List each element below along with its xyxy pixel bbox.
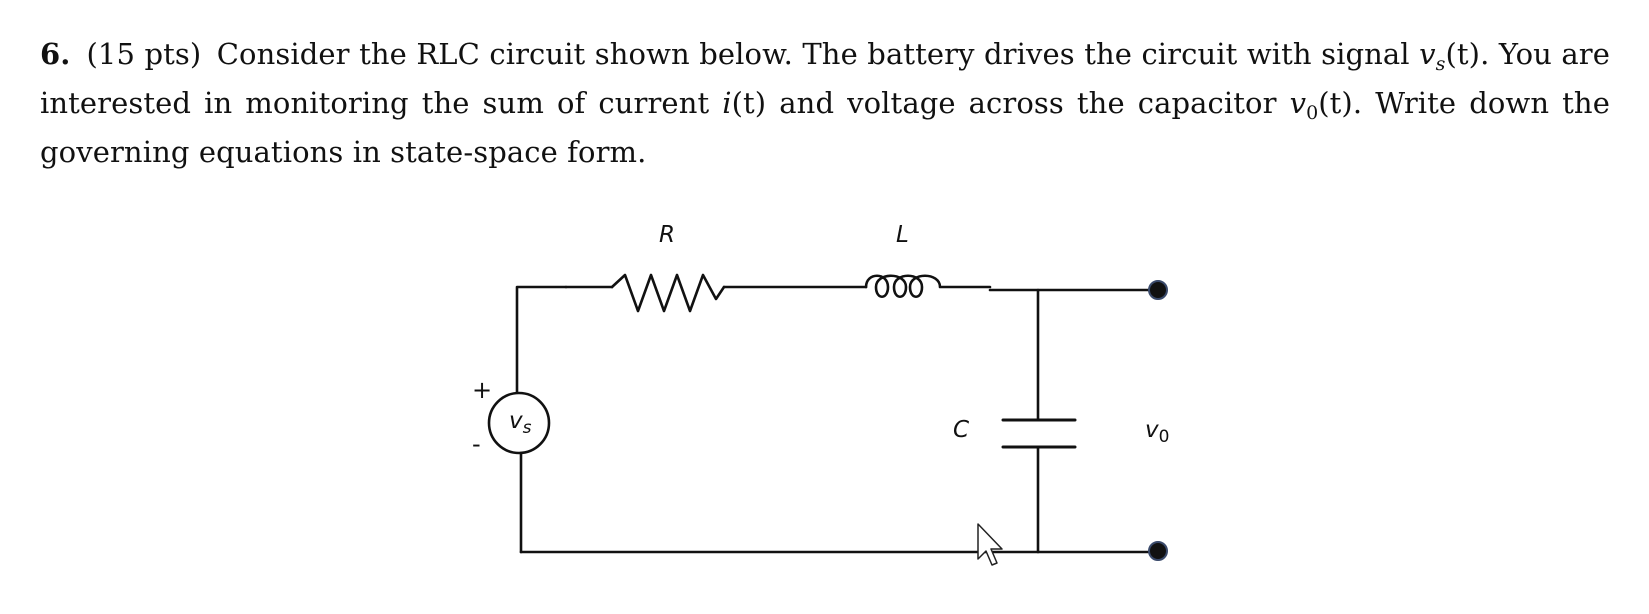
v0-subscript: 0 xyxy=(1306,102,1319,124)
vs-subscript: s xyxy=(1435,53,1446,75)
problem-number: 6. xyxy=(40,37,71,71)
mouse-pointer-icon xyxy=(977,523,1003,566)
problem-text-4: . Write down the governing equations in … xyxy=(40,86,1610,169)
resistor-label: R xyxy=(659,222,675,248)
output-label-base: v xyxy=(1145,417,1159,443)
problem-points: (15 pts) xyxy=(86,37,202,71)
vs-argument: (t) xyxy=(1445,37,1481,71)
source-minus-sign: - xyxy=(472,430,481,458)
inductor xyxy=(864,274,992,299)
source-label: vs xyxy=(509,408,532,438)
source-label-base: v xyxy=(509,408,523,434)
output-label-sub: 0 xyxy=(1159,427,1170,447)
current-symbol: i xyxy=(722,86,732,120)
vs-symbol: v xyxy=(1419,37,1436,71)
output-terminal-bottom xyxy=(1148,541,1168,561)
source-label-sub: s xyxy=(523,418,532,438)
source-plus-sign: + xyxy=(472,376,492,404)
problem-text-3: and voltage across the capacitor xyxy=(766,86,1290,120)
problem-statement: 6. (15 pts) Consider the RLC circuit show… xyxy=(40,30,1610,177)
voltage-source xyxy=(487,391,551,455)
v0-symbol: v xyxy=(1289,86,1307,120)
inductor-label: L xyxy=(896,222,909,248)
output-terminal-top xyxy=(1148,280,1168,300)
output-voltage-label: v0 xyxy=(1145,417,1169,447)
problem-text-1: Consider the RLC circuit shown below. Th… xyxy=(216,37,1420,71)
wire-top-left xyxy=(515,285,568,394)
v0-argument: (t) xyxy=(1318,86,1353,120)
resistor xyxy=(610,273,726,313)
capacitor-label: C xyxy=(953,417,969,443)
current-argument: (t) xyxy=(731,86,767,120)
problem-text-2: . You are interested in monitoring the s… xyxy=(40,37,1610,120)
